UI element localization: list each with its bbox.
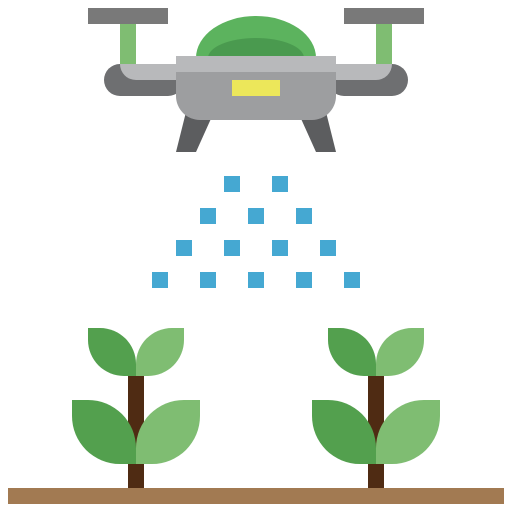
- water-droplet: [296, 272, 312, 288]
- drone-dome-shade: [208, 38, 304, 58]
- drone-indicator-light: [232, 80, 280, 96]
- water-droplet: [344, 272, 360, 288]
- water-droplet: [272, 176, 288, 192]
- leaf-upper-left: [88, 328, 136, 376]
- propeller-right-icon: [344, 8, 424, 24]
- drone-leg-right: [298, 112, 336, 152]
- rotor-shaft-left: [120, 24, 136, 64]
- leaf-upper-left: [328, 328, 376, 376]
- water-droplet: [224, 176, 240, 192]
- drone-icon: [88, 8, 424, 152]
- water-droplet: [248, 272, 264, 288]
- water-droplet: [320, 240, 336, 256]
- water-droplet: [224, 240, 240, 256]
- leaf-upper-right: [136, 328, 184, 376]
- water-spray: [152, 176, 360, 288]
- drone-leg-left: [176, 112, 214, 152]
- water-droplet: [296, 208, 312, 224]
- plant-right-icon: [312, 328, 440, 490]
- water-droplet: [200, 272, 216, 288]
- plant-left-icon: [72, 328, 200, 490]
- water-droplet: [152, 272, 168, 288]
- water-droplet: [176, 240, 192, 256]
- water-droplet: [272, 240, 288, 256]
- propeller-left-icon: [88, 8, 168, 24]
- drone-arm-left-highlight: [120, 64, 184, 80]
- soil-ground: [8, 488, 504, 504]
- drone-body-top: [176, 56, 336, 72]
- leaf-lower-left: [312, 400, 376, 464]
- leaf-upper-right: [376, 328, 424, 376]
- leaf-lower-left: [72, 400, 136, 464]
- water-droplet: [248, 208, 264, 224]
- water-droplet: [200, 208, 216, 224]
- leaf-lower-right: [136, 400, 200, 464]
- rotor-shaft-right: [376, 24, 392, 64]
- drone-arm-right-highlight: [328, 64, 392, 80]
- leaf-lower-right: [376, 400, 440, 464]
